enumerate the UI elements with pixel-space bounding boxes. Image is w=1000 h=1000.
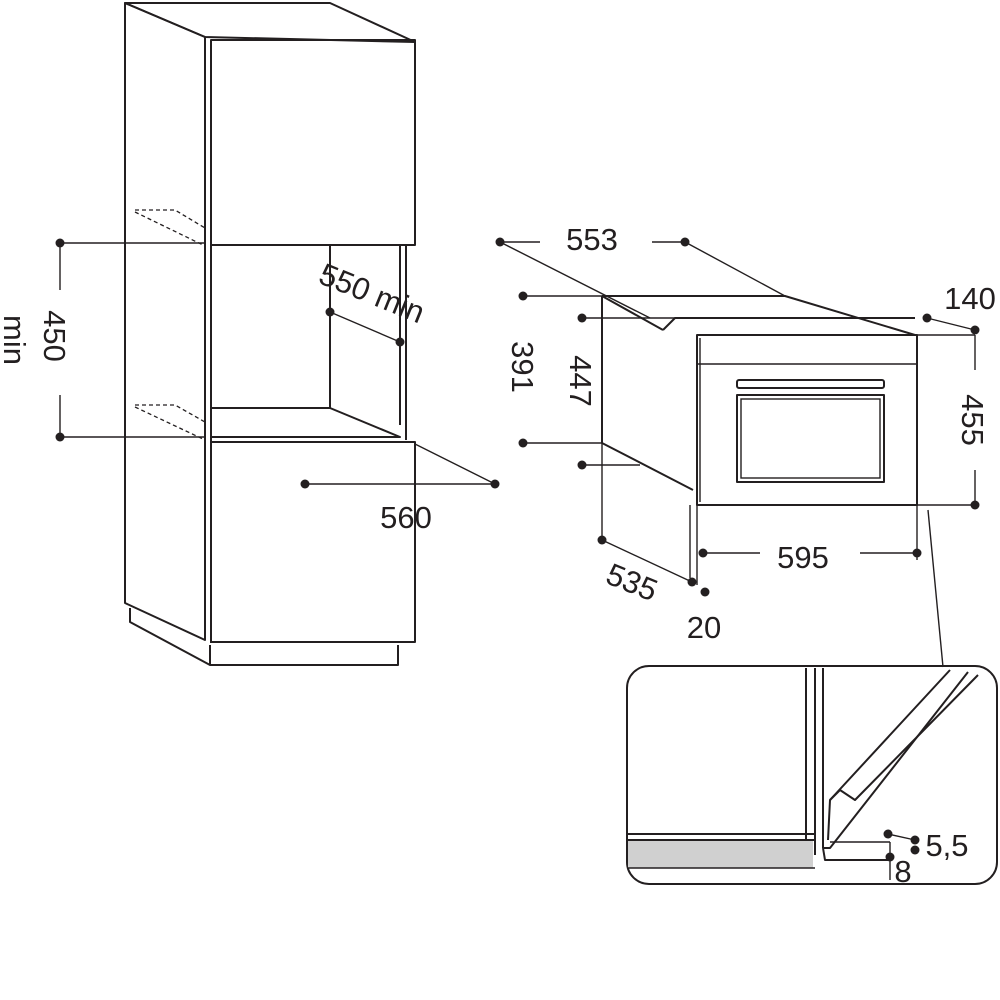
cabinet-niche-floor [210,407,401,438]
cabinet-side-panel [124,2,206,641]
dim-detail-gap-b: 8 [894,854,911,889]
dim-cabinet-width: 560 [380,500,432,535]
tall-cabinet [55,2,500,666]
dim-detail-gap-a: 5,5 [925,828,968,863]
detail-frame [626,665,998,885]
dim-oven-body-height: 391 [505,341,540,393]
dim-cabinet-min: min [0,315,32,365]
cabinet-plinth [129,608,399,666]
detail-seal [628,840,813,868]
dim-oven-width: 595 [777,540,829,575]
cabinet-upper-door [210,39,416,246]
oven-handle [736,379,885,389]
dim-oven-panel-depth: 140 [944,281,996,316]
oven-window [736,394,885,483]
dim-oven-total-height: 455 [955,394,990,446]
dim-oven-top-depth: 553 [566,222,618,257]
cabinet-top [124,2,416,43]
dim-cabinet-depth-min: 550 min [314,256,429,330]
dim-oven-panel-thickness: 20 [687,610,721,645]
dim-cabinet-niche-height: 450 [37,310,72,362]
cabinet-lower-door [210,441,416,643]
oven-drawing [495,237,980,668]
dim-oven-front-height: 447 [563,355,598,407]
detail-inset [626,665,998,885]
